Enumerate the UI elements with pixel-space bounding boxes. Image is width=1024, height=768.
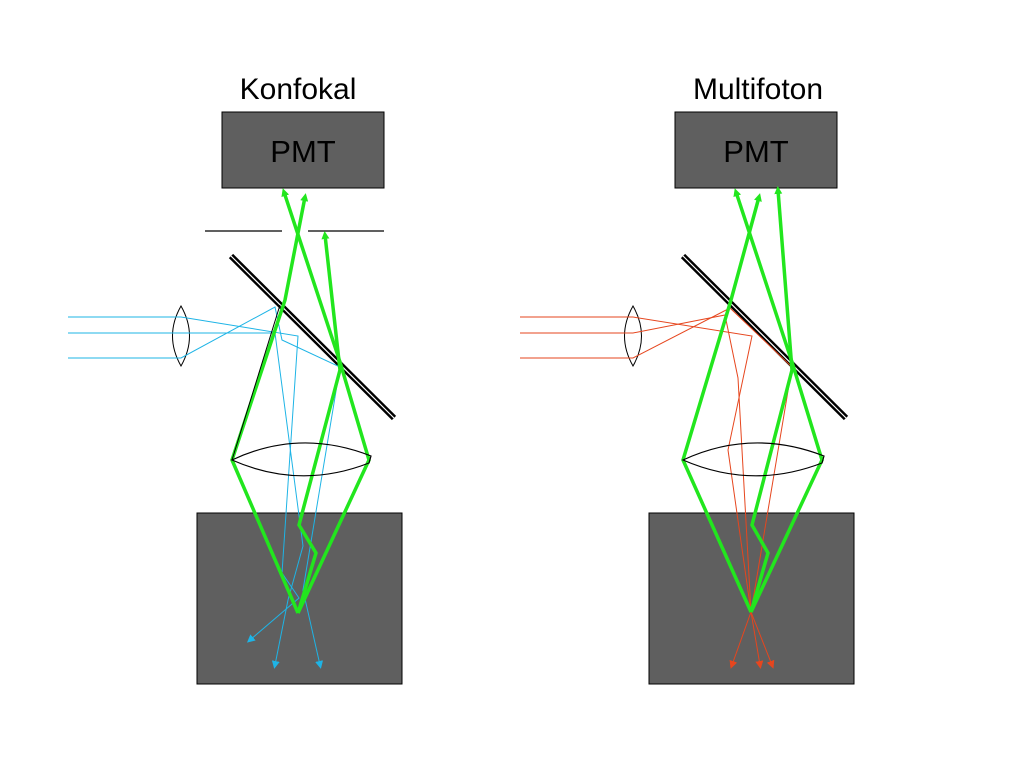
confocal-emission-beams xyxy=(230,188,371,614)
multiphoton-dichroic-mirror xyxy=(680,253,849,421)
confocal-excitation-lens xyxy=(172,304,190,368)
multiphoton-objective-lens xyxy=(681,442,825,477)
multiphoton-pmt-label: PMT xyxy=(723,134,789,169)
confocal-title: Konfokal xyxy=(240,73,357,106)
confocal-pmt-detector: PMT xyxy=(221,111,385,189)
confocal-excitation-beams xyxy=(68,306,341,669)
multiphoton-panel: Multifoton PMT xyxy=(520,73,855,685)
multiphoton-emission-beams xyxy=(681,186,824,613)
confocal-dichroic-mirror xyxy=(228,253,397,421)
confocal-pmt-label: PMT xyxy=(270,134,336,169)
multiphoton-title: Multifoton xyxy=(693,73,823,106)
multiphoton-sample xyxy=(648,512,855,685)
multiphoton-excitation-beams xyxy=(520,307,793,669)
confocal-objective-lens xyxy=(230,304,372,477)
multiphoton-pmt-detector: PMT xyxy=(674,111,838,189)
multiphoton-excitation-lens xyxy=(624,304,642,368)
multiphoton-pmt-box xyxy=(674,111,838,189)
confocal-sample xyxy=(196,512,403,685)
confocal-pmt-box xyxy=(221,111,385,189)
confocal-panel: Konfokal PMT xyxy=(68,73,403,685)
